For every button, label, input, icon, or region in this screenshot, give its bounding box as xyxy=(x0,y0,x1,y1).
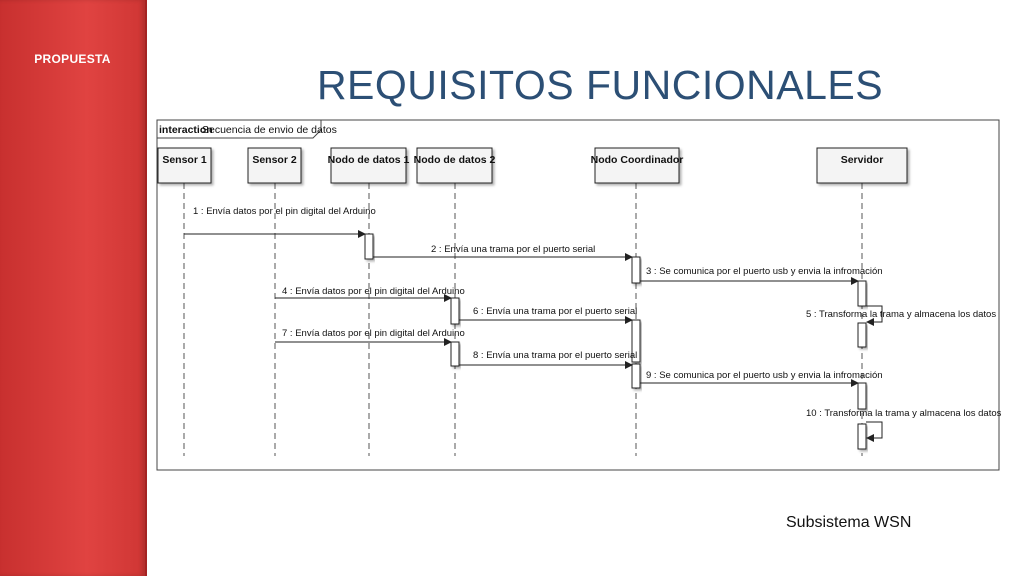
page-title: REQUISITOS FUNCIONALES xyxy=(316,62,884,108)
subsystem-caption: Subsistema WSN xyxy=(786,514,912,531)
message-label: 5 : Transforma la trama y almacena los d… xyxy=(806,309,996,320)
lifeline-header-coord xyxy=(594,147,680,184)
activation-bar-coord xyxy=(631,256,641,284)
frame-keyword: interaction xyxy=(159,124,213,136)
activation-bar-servidor xyxy=(857,423,867,450)
activation-bar-nodo2 xyxy=(450,341,460,367)
message-9: 9 : Se comunica por el puerto usb y envi… xyxy=(640,370,883,387)
message-10: 10 : Transforma la trama y almacena los … xyxy=(806,408,1002,442)
message-label: 10 : Transforma la trama y almacena los … xyxy=(806,408,1002,419)
message-7: 7 : Envía datos por el pin digital del A… xyxy=(275,328,465,346)
message-1: 1 : Envía datos por el pin digital del A… xyxy=(184,206,376,238)
lifeline-label-servidor: Servidor xyxy=(841,154,884,166)
lifeline-header-nodo2 xyxy=(416,147,493,184)
activation-bar-servidor xyxy=(857,322,867,348)
message-label: 9 : Se comunica por el puerto usb y envi… xyxy=(646,370,883,381)
lifeline-label-sensor2: Sensor 2 xyxy=(252,154,297,166)
activation-bar-coord xyxy=(631,319,641,363)
self-message-arrow xyxy=(866,421,883,442)
activation-bar-nodo1 xyxy=(364,233,374,260)
self-message-arrow xyxy=(866,305,883,326)
lifeline-header-servidor xyxy=(816,147,908,184)
messages-layer: 1 : Envía datos por el pin digital del A… xyxy=(184,206,1002,442)
activation-bar-nodo2 xyxy=(450,297,460,325)
lifeline-label-coord: Nodo Coordinador xyxy=(591,154,684,166)
message-label: 7 : Envía datos por el pin digital del A… xyxy=(282,328,465,339)
lifeline-label-nodo2: Nodo de datos 2 xyxy=(414,154,496,166)
lifelines-layer: Sensor 1 Sensor 2 Nodo de datos 1 Nodo de d… xyxy=(157,147,908,456)
message-8: 8 : Envía una trama por el puerto serial xyxy=(459,350,637,369)
sidebar-panel: PROPUESTA xyxy=(0,0,147,576)
message-label: 3 : Se comunica por el puerto usb y envi… xyxy=(646,266,883,277)
lifeline-header-sensor2 xyxy=(247,147,302,184)
activation-bar-servidor xyxy=(857,280,867,307)
interaction-frame xyxy=(156,119,1000,471)
message-5: 5 : Transforma la trama y almacena los d… xyxy=(806,305,996,326)
message-3: 3 : Se comunica por el puerto usb y envi… xyxy=(640,266,883,285)
message-label: 2 : Envía una trama por el puerto serial xyxy=(431,244,595,255)
sidebar-section-label: PROPUESTA xyxy=(34,52,111,66)
message-label: 4 : Envía datos por el pin digital del A… xyxy=(282,286,465,297)
lifeline-header-sensor1 xyxy=(157,147,212,184)
lifeline-label-nodo1: Nodo de datos 1 xyxy=(328,154,410,166)
activations-layer xyxy=(364,233,867,450)
activation-bar-servidor xyxy=(857,382,867,410)
activation-bar-coord xyxy=(631,363,641,389)
frame-name: Secuencia de envio de datos xyxy=(202,124,337,136)
message-label: 8 : Envía una trama por el puerto serial xyxy=(473,350,637,361)
message-4: 4 : Envía datos por el pin digital del A… xyxy=(275,286,465,302)
lifeline-header-nodo1 xyxy=(330,147,407,184)
message-6: 6 : Envía una trama por el puerto serial xyxy=(459,306,637,324)
message-label: 6 : Envía una trama por el puerto serial xyxy=(473,306,637,317)
message-label: 1 : Envía datos por el pin digital del A… xyxy=(193,206,376,217)
interaction-frame-tab xyxy=(156,119,322,139)
message-2: 2 : Envía una trama por el puerto serial xyxy=(373,244,633,261)
lifeline-label-sensor1: Sensor 1 xyxy=(162,154,207,166)
